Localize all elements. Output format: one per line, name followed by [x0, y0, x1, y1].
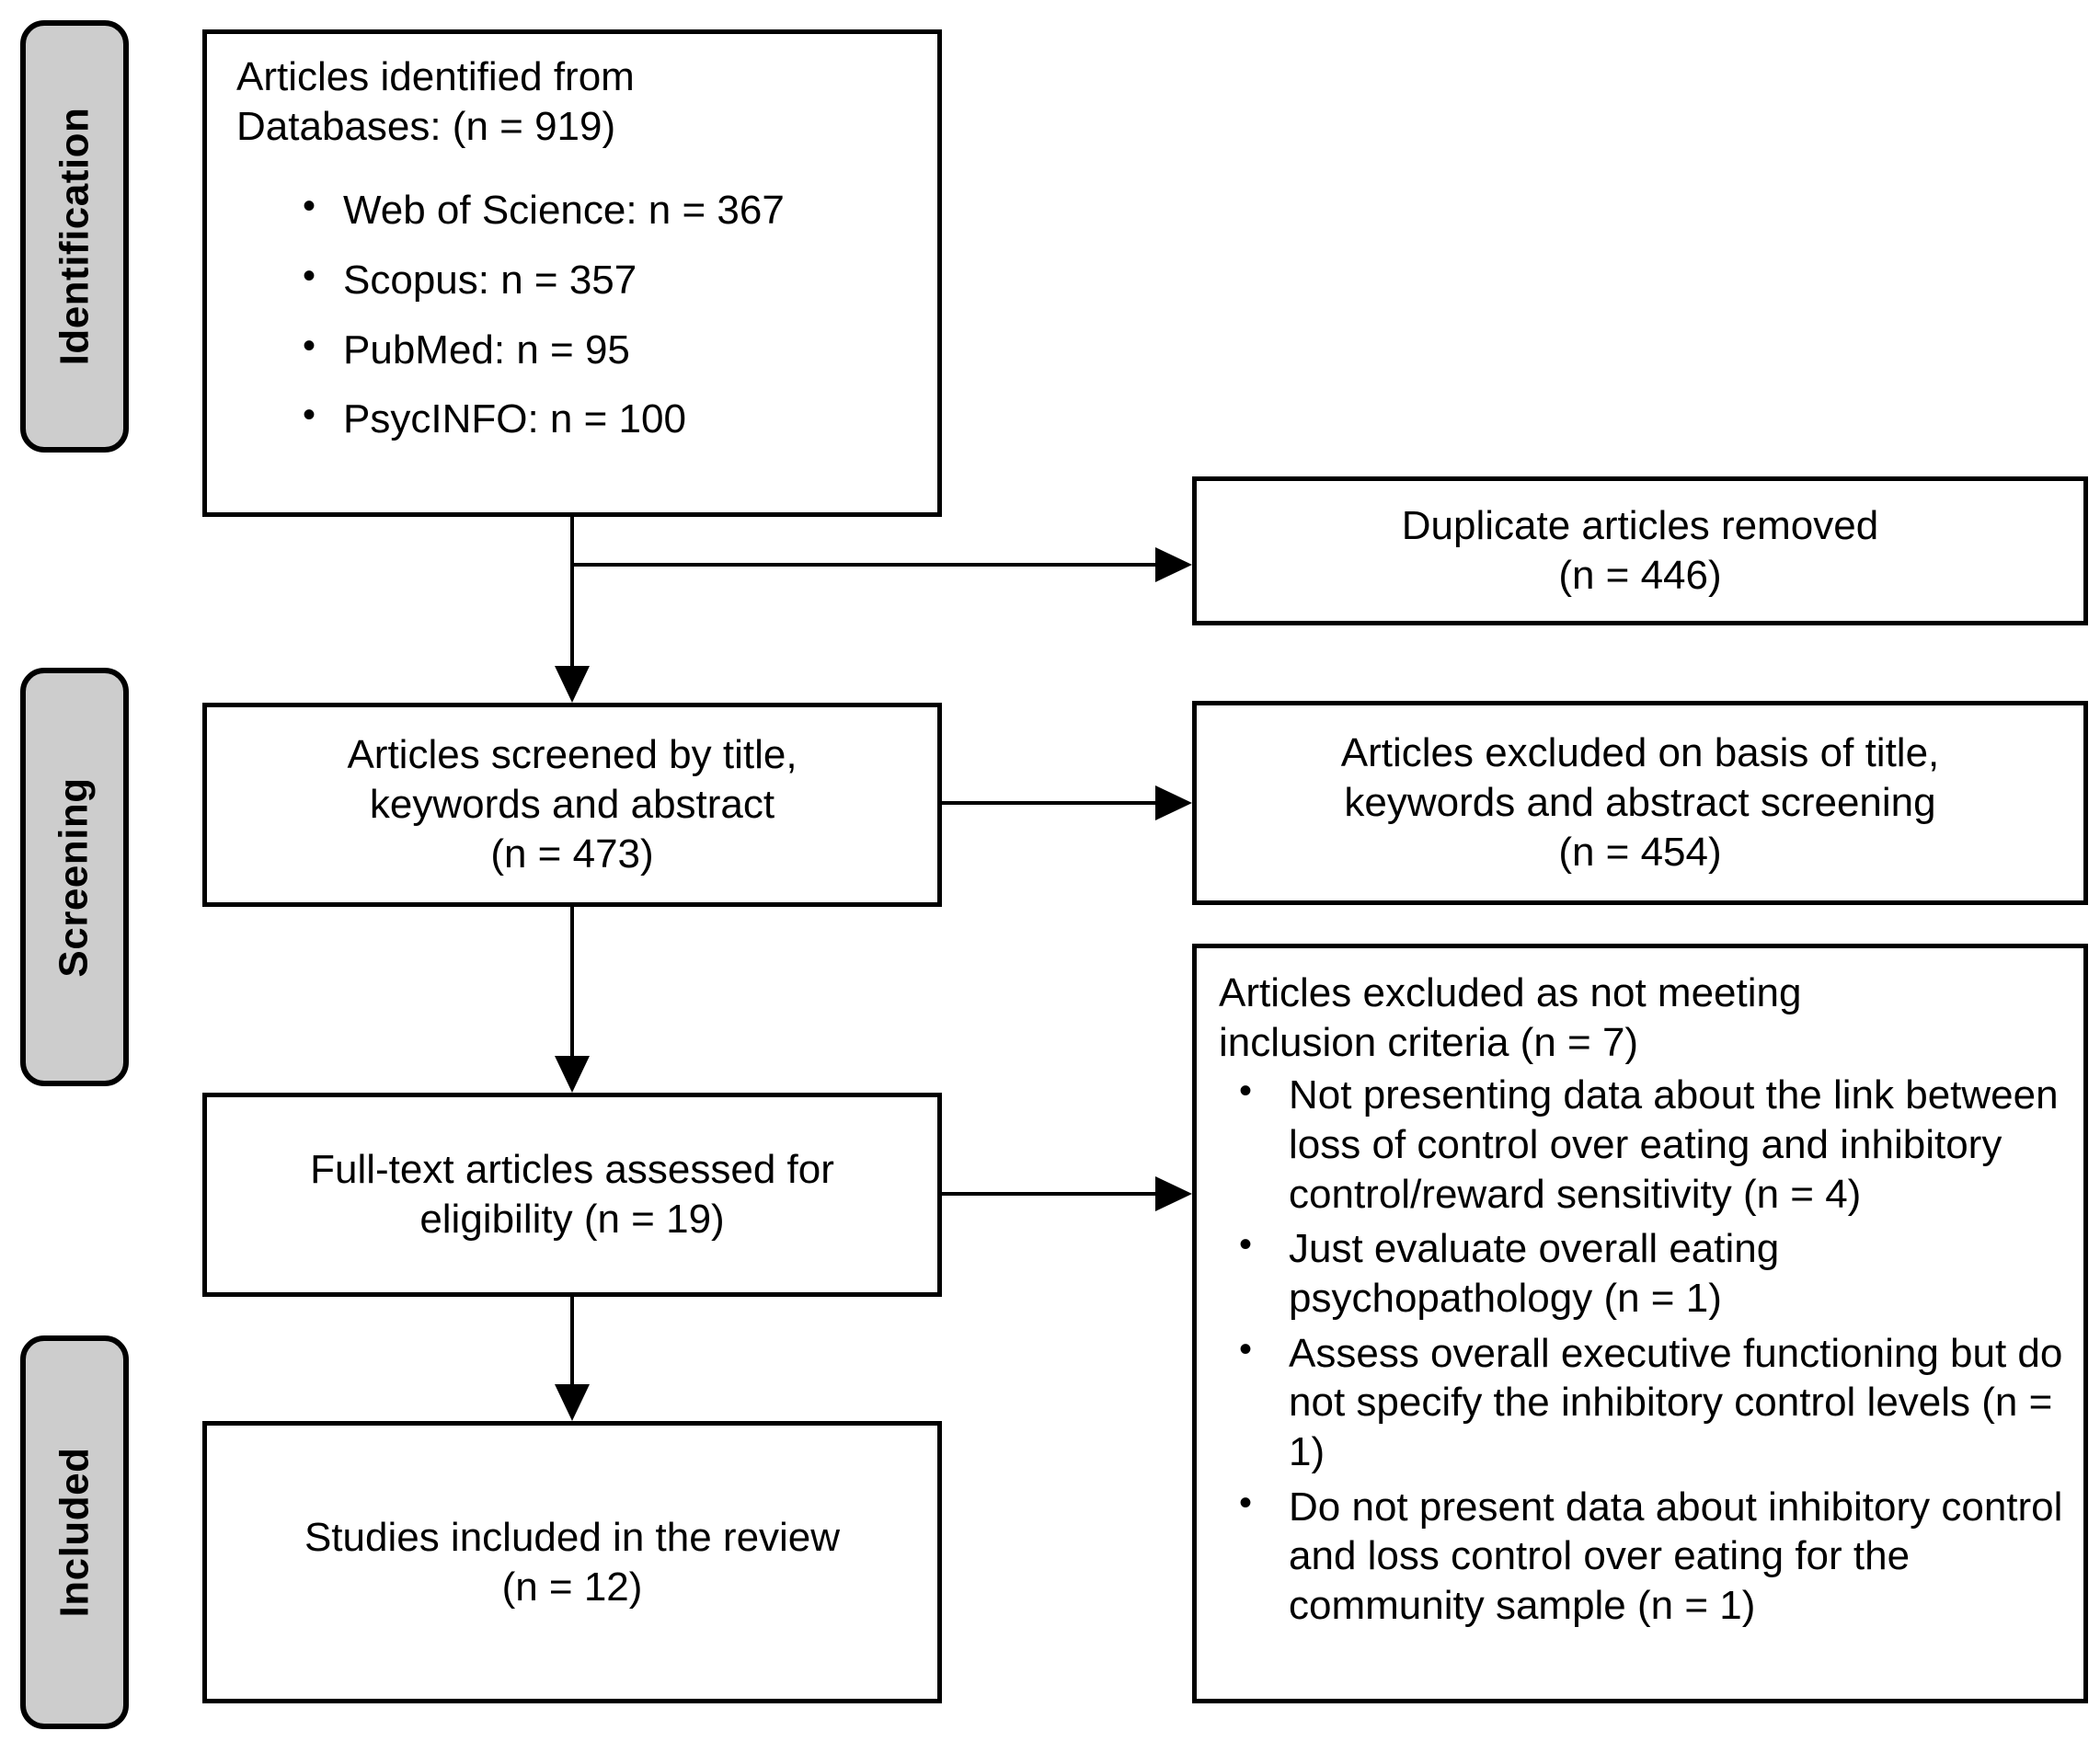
arrowhead-identified-to-duplicates: [1155, 547, 1192, 582]
stage-label-screening-text: Screening: [52, 776, 97, 978]
box-articles-excluded-criteria: Articles excluded as not meeting inclusi…: [1192, 944, 2088, 1703]
stage-label-included-text: Included: [52, 1447, 97, 1618]
stage-label-identification: Identification: [20, 20, 129, 453]
connector-identified-to-duplicates: [570, 563, 1155, 567]
list-item: Do not present data about inhibitory con…: [1224, 1481, 2071, 1631]
list-item: Just evaluate overall eating psychopatho…: [1224, 1222, 2071, 1323]
box-full-text-assessed: Full-text articles assessed for eligibil…: [202, 1093, 942, 1297]
box-duplicate-articles-removed-text: Duplicate articles removed (n = 446): [1401, 503, 1879, 598]
box-articles-identified-heading: Articles identified from Databases: (n =…: [236, 54, 635, 149]
list-item: Assess overall executive functioning but…: [1224, 1327, 2071, 1477]
list-item: Not presenting data about the link betwe…: [1224, 1069, 2071, 1219]
exclusion-reason-list: Not presenting data about the link betwe…: [1224, 1069, 2071, 1635]
box-duplicate-articles-removed: Duplicate articles removed (n = 446): [1192, 476, 2088, 625]
arrowhead-fulltext-to-included: [555, 1384, 590, 1421]
connector-fulltext-to-excluded-criteria: [942, 1192, 1155, 1196]
box-articles-excluded-criteria-heading: Articles excluded as not meeting inclusi…: [1219, 970, 1802, 1065]
arrowhead-identified-to-screened: [555, 666, 590, 703]
stage-label-included: Included: [20, 1335, 129, 1729]
box-articles-identified: Articles identified from Databases: (n =…: [202, 29, 942, 517]
connector-fulltext-to-included: [570, 1297, 574, 1384]
box-studies-included-text: Studies included in the review (n = 12): [304, 1514, 841, 1610]
connector-screened-to-excluded-title: [942, 801, 1155, 805]
stage-label-screening: Screening: [20, 668, 129, 1086]
stage-label-identification-text: Identification: [52, 107, 97, 366]
box-articles-excluded-title-text: Articles excluded on basis of title, key…: [1340, 730, 1940, 875]
list-item: Web of Science: n = 367: [295, 184, 785, 235]
box-articles-screened-text: Articles screened by title, keywords and…: [347, 732, 798, 877]
box-articles-screened: Articles screened by title, keywords and…: [202, 703, 942, 907]
arrowhead-screened-to-excluded-title: [1155, 785, 1192, 820]
connector-screened-to-fulltext: [570, 907, 574, 1056]
arrowhead-screened-to-fulltext: [555, 1056, 590, 1093]
list-item: PubMed: n = 95: [295, 324, 785, 375]
box-full-text-assessed-text: Full-text articles assessed for eligibil…: [310, 1147, 834, 1242]
arrowhead-fulltext-to-excluded-criteria: [1155, 1176, 1192, 1211]
database-source-list: Web of Science: n = 367 Scopus: n = 357 …: [295, 184, 785, 464]
list-item: Scopus: n = 357: [295, 254, 785, 305]
connector-identified-to-screened: [570, 517, 574, 666]
box-articles-excluded-title: Articles excluded on basis of title, key…: [1192, 701, 2088, 905]
box-studies-included: Studies included in the review (n = 12): [202, 1421, 942, 1703]
list-item: PsycINFO: n = 100: [295, 393, 785, 444]
